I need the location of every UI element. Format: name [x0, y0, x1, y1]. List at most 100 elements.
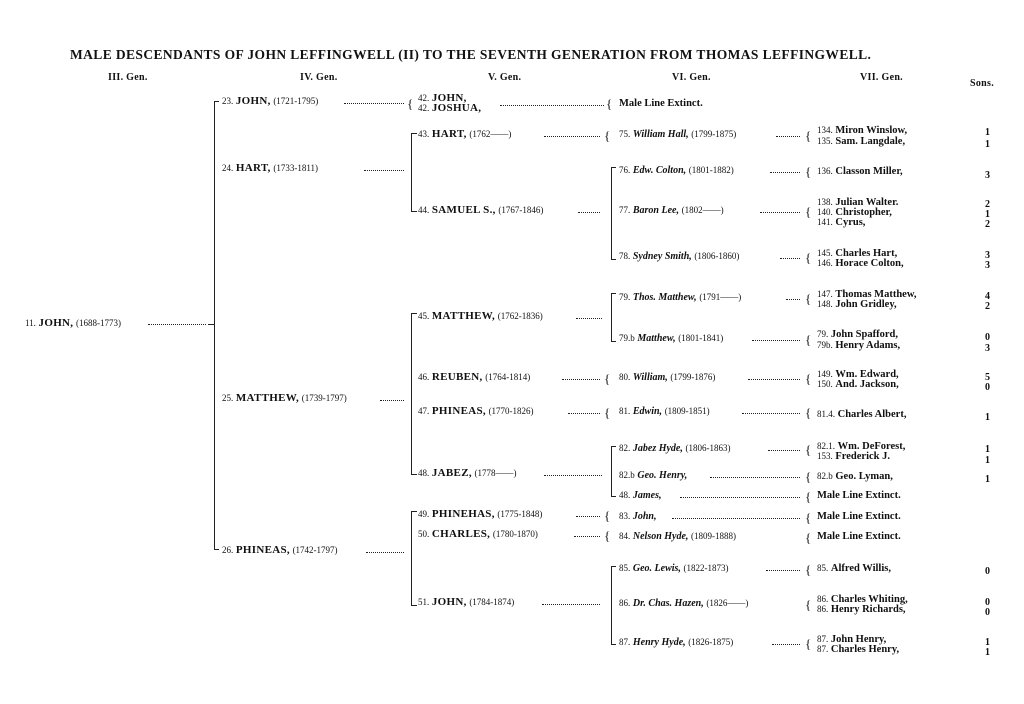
entry-name: Wm. DeForest, [837, 441, 906, 452]
gen6-entry: 80. William, (1799-1876) [619, 372, 715, 383]
bracket-line [214, 101, 215, 549]
leader [768, 450, 800, 451]
gen5-entry: 46. REUBEN, (1764-1814) [418, 372, 530, 383]
leader [748, 379, 800, 380]
entry-years: (1791——) [699, 292, 742, 302]
header-gen6: VI. Gen. [672, 72, 711, 83]
entry-name: JOHN, [431, 92, 467, 104]
gen5-entry: 45. MATTHEW, (1762-1836) [418, 311, 543, 322]
entry-num: 79. [619, 292, 631, 302]
entry-name: SAMUEL S., [431, 204, 496, 216]
bracket-line [411, 313, 417, 314]
entry-name: Thomas Matthew, [835, 289, 917, 300]
entry-num: 81. [619, 406, 631, 416]
gen6-entry: 82.b Geo. Henry, [619, 470, 687, 481]
entry-num: 82. [619, 443, 631, 453]
leader [544, 136, 600, 137]
sons-count: 1 [985, 209, 990, 220]
gen4-entry: 23. JOHN, (1721-1795) [222, 96, 318, 107]
brace-glyph: { [805, 469, 812, 484]
sons-count: 0 [985, 332, 990, 343]
entry-num: 26. [222, 545, 234, 555]
bracket-line [411, 133, 412, 211]
entry-name: JOHN, [431, 596, 467, 608]
gen5-entry: 47. PHINEAS, (1770-1826) [418, 406, 534, 417]
entry-name: John, [632, 511, 657, 522]
gen7-entry: 79. John Spafford, [817, 329, 898, 340]
sons-count: 1 [985, 455, 990, 466]
gen7-entry: 147. Thomas Matthew, [817, 289, 916, 300]
leader [680, 497, 800, 498]
entry-years: (1806-1860) [694, 251, 740, 261]
entry-years: (1780-1870) [492, 529, 538, 539]
entry-years: (1770-1826) [488, 406, 534, 416]
brace-glyph: { [805, 405, 812, 420]
brace-glyph: { [805, 636, 812, 651]
bracket-line [411, 133, 417, 134]
sons-count: 2 [985, 219, 990, 230]
entry-num: 87. [817, 634, 829, 644]
gen4-entry: 24. HART, (1733-1811) [222, 163, 318, 174]
entry-years: (1775-1848) [497, 509, 543, 519]
entry-years: (1809-1851) [664, 406, 710, 416]
gen6-entry: 77. Baron Lee, (1802——) [619, 205, 724, 216]
sons-count: 1 [985, 637, 990, 648]
entry-num: 79b. [817, 340, 833, 350]
gen7-entry: 85. Alfred Willis, [817, 563, 891, 574]
sons-count: 3 [985, 170, 990, 181]
leader [568, 413, 600, 414]
entry-num: 85. [817, 563, 829, 573]
leader [672, 518, 800, 519]
gen4-entry: 25. MATTHEW, (1739-1797) [222, 393, 347, 404]
brace-glyph: { [805, 562, 812, 577]
sons-count: 5 [985, 372, 990, 383]
leader [780, 258, 800, 259]
entry-num: 48. [619, 490, 631, 500]
entry-years: (1826——) [706, 598, 749, 608]
gen6-entry: 75. William Hall, (1799-1875) [619, 129, 736, 140]
entry-name: Sydney Smith, [632, 251, 692, 262]
leader [500, 105, 604, 106]
gen7-entry: 86. Charles Whiting, [817, 594, 908, 605]
gen6-entry: 78. Sydney Smith, (1806-1860) [619, 251, 739, 262]
entry-years: (1767-1846) [498, 205, 544, 215]
entry-years: (1733-1811) [273, 163, 318, 173]
leader [710, 477, 800, 478]
entry-name: John Henry, [830, 634, 887, 645]
header-gen7: VII. Gen. [860, 72, 903, 83]
entry-years: (1802——) [681, 205, 724, 215]
bracket-line [214, 101, 219, 102]
entry-num: 135. [817, 136, 833, 146]
entry-name: John Gridley, [835, 299, 897, 310]
entry-name: Nelson Hyde, [632, 531, 689, 542]
entry-num: 49. [418, 509, 430, 519]
entry-num: 86. [817, 594, 829, 604]
entry-num: 149. [817, 369, 833, 379]
root-years: (1688-1773) [75, 318, 121, 328]
gen5-entry: 48. JABEZ, (1778——) [418, 468, 517, 479]
leader [576, 318, 602, 319]
gen7-entry: Male Line Extinct. [817, 511, 901, 522]
entry-num: 24. [222, 163, 234, 173]
brace-glyph: { [805, 250, 812, 265]
entry-name: Sam. Langdale, [835, 136, 906, 147]
entry-num: 82.b [817, 471, 833, 481]
entry-years: (1822-1873) [683, 563, 729, 573]
gen6-entry: 86. Dr. Chas. Hazen, (1826——) [619, 598, 748, 609]
sons-count: 1 [985, 647, 990, 658]
brace-glyph: { [805, 597, 812, 612]
entry-name: Geo. Lewis, [632, 563, 681, 574]
entry-years: (1764-1814) [485, 372, 531, 382]
gen7-entry: 141. Cyrus, [817, 217, 865, 228]
header-gen5: V. Gen. [488, 72, 522, 83]
entry-name: Horace Colton, [835, 258, 904, 269]
entry-num: 50. [418, 529, 430, 539]
entry-num: 51. [418, 597, 430, 607]
entry-num: 75. [619, 129, 631, 139]
entry-num: 85. [619, 563, 631, 573]
entry-years: (1721-1795) [273, 96, 319, 106]
brace-glyph: { [604, 128, 611, 143]
entry-name: PHINEHAS, [431, 508, 495, 520]
sons-count: 2 [985, 301, 990, 312]
bracket-line [611, 259, 616, 260]
